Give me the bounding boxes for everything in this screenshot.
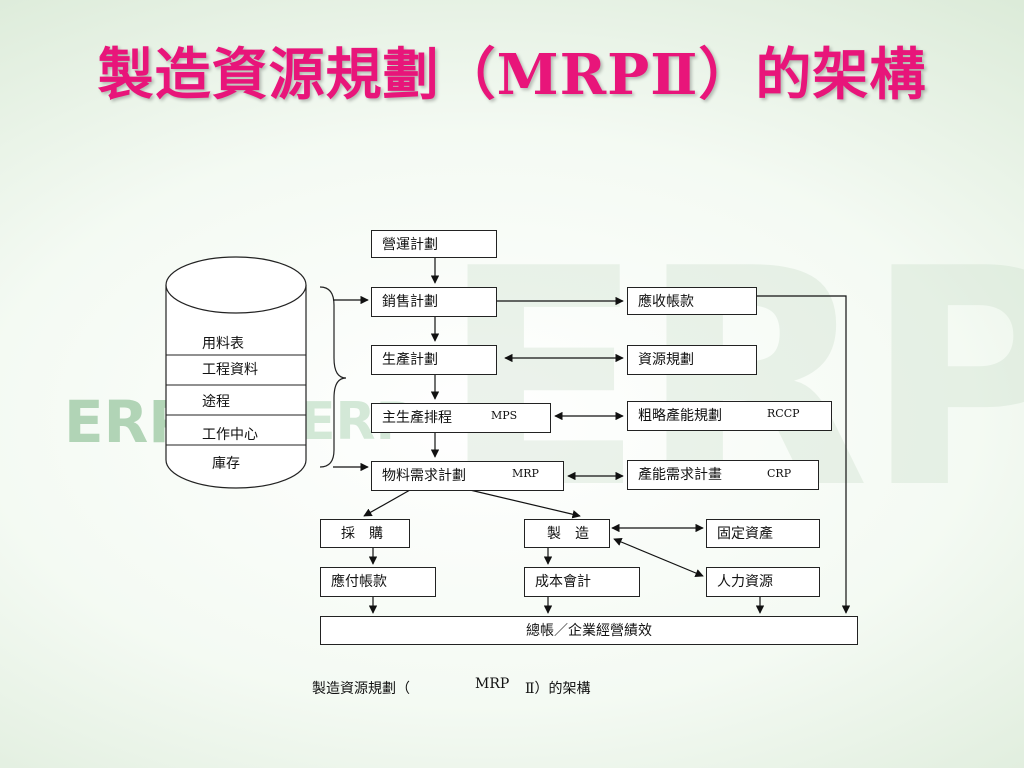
resource-plan-box: 資源規劃 — [627, 345, 757, 375]
sales-plan-box: 銷售計劃 — [371, 287, 497, 317]
manufacturing-box: 製 造 — [524, 519, 610, 548]
db-item-bom: 用料表 — [202, 336, 244, 352]
general-ledger-box: 總帳／企業經營績效 — [320, 616, 858, 645]
database-cylinder — [165, 256, 307, 489]
caption-part3: Ⅱ）的架構 — [525, 681, 591, 697]
purchasing-box: 採 購 — [320, 519, 410, 548]
business-plan-box: 營運計劃 — [371, 230, 497, 258]
mrp-box: 物料需求計劃 — [371, 461, 564, 491]
rccp-box: 粗略產能規劃 — [627, 401, 832, 431]
accounts-payable-box: 應付帳款 — [320, 567, 436, 597]
caption-part2: MRP — [475, 676, 510, 692]
accounts-receivable-box: 應收帳款 — [627, 287, 757, 315]
human-resources-box: 人力資源 — [706, 567, 820, 597]
crp-abbr: CRP — [767, 467, 792, 480]
fixed-assets-box: 固定資產 — [706, 519, 820, 548]
curly-brace — [319, 286, 347, 468]
db-item-inventory: 庫存 — [212, 456, 240, 472]
mps-abbr: MPS — [491, 409, 518, 422]
rccp-abbr: RCCP — [767, 407, 800, 420]
db-item-work-center: 工作中心 — [202, 427, 258, 443]
slide-title: 製造資源規劃（MRPⅡ）的架構 — [97, 42, 927, 108]
cost-accounting-box: 成本會計 — [524, 567, 640, 597]
production-plan-box: 生產計劃 — [371, 345, 497, 375]
db-item-engineering-data: 工程資料 — [202, 362, 258, 378]
mps-box: 主生產排程 — [371, 403, 551, 433]
crp-box: 產能需求計畫 — [627, 460, 819, 490]
caption-part1: 製造資源規劃（ — [312, 681, 410, 697]
mrp-abbr: MRP — [512, 467, 539, 480]
db-item-routing: 途程 — [202, 394, 230, 410]
